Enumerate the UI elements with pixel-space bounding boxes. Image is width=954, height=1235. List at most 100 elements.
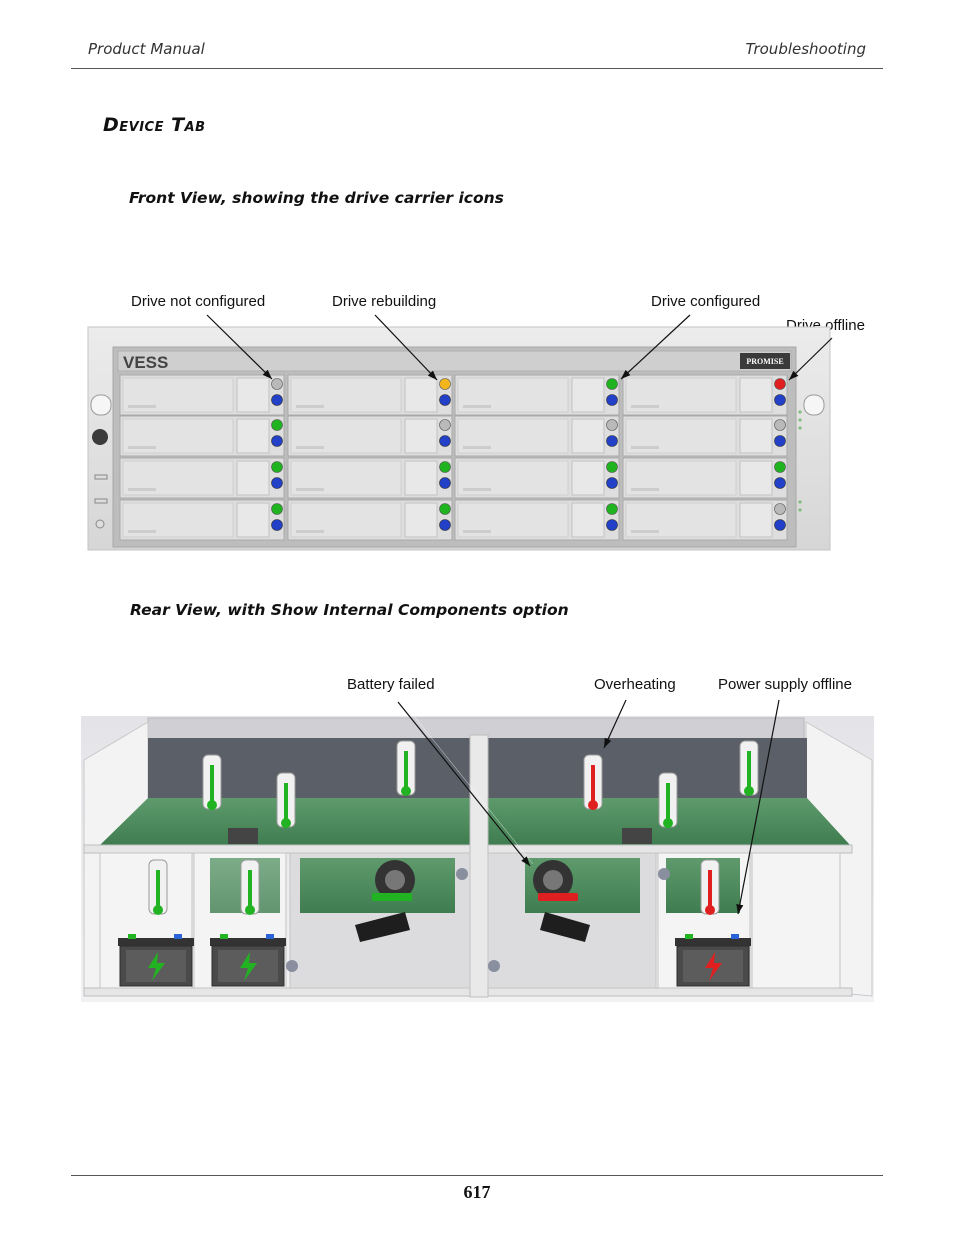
drive-carrier-latch bbox=[571, 460, 605, 496]
drive-carrier-badge bbox=[296, 446, 324, 449]
drive-carrier-badge bbox=[463, 488, 491, 491]
drive-status-led-icon bbox=[774, 378, 786, 390]
section-title: Device Tab bbox=[103, 114, 206, 136]
drive-status-led-icon bbox=[439, 419, 451, 431]
arrow-drive-not-configured bbox=[206, 314, 273, 380]
drive-activity-led-icon bbox=[271, 435, 283, 447]
drive-status-led-icon bbox=[774, 419, 786, 431]
drive-activity-led-icon bbox=[439, 519, 451, 531]
drive-activity-led-icon bbox=[774, 519, 786, 531]
usb-port-icon bbox=[94, 498, 108, 504]
battery-terminal bbox=[174, 934, 182, 939]
thermometer-bulb bbox=[744, 786, 754, 796]
drive-carrier-latch bbox=[739, 502, 773, 538]
drive-carrier-latch bbox=[404, 502, 438, 538]
board-connector-left bbox=[228, 828, 258, 844]
battery-terminal bbox=[685, 934, 693, 939]
controller-backplate-right bbox=[487, 738, 807, 798]
drive-carrier-face bbox=[122, 460, 234, 496]
drive-activity-led-icon bbox=[439, 477, 451, 489]
lightning-bolt-icon bbox=[148, 952, 165, 981]
drive-carrier-latch bbox=[571, 377, 605, 413]
battery-top bbox=[675, 938, 751, 946]
drive-activity-led-icon bbox=[439, 394, 451, 406]
thermometer-bulb bbox=[207, 800, 217, 810]
drive-activity-led-icon bbox=[774, 394, 786, 406]
drive-status-led-icon bbox=[606, 378, 618, 390]
thermometer-bulb bbox=[705, 905, 715, 915]
battery-top bbox=[118, 938, 194, 946]
drive-activity-led-icon bbox=[271, 519, 283, 531]
header-rule bbox=[71, 68, 883, 69]
drive-carrier-badge bbox=[128, 405, 156, 408]
status-indicator-dot bbox=[798, 500, 802, 504]
rear-center-divider bbox=[469, 734, 489, 998]
callout-drive-configured: Drive configured bbox=[651, 293, 761, 310]
drive-status-led-icon bbox=[774, 503, 786, 515]
drive-carrier-badge bbox=[631, 530, 659, 533]
drive-carrier-badge bbox=[128, 446, 156, 449]
drive-activity-led-icon bbox=[606, 519, 618, 531]
usb-port-icon bbox=[94, 474, 108, 480]
thermometer-bulb bbox=[281, 818, 291, 828]
battery-terminal bbox=[266, 934, 274, 939]
thermometer-level bbox=[248, 870, 252, 906]
thermometer-bulb bbox=[663, 818, 673, 828]
drive-carrier-latch bbox=[236, 377, 270, 413]
arrow-drive-rebuilding bbox=[374, 314, 438, 381]
psu-fan-hub bbox=[543, 870, 563, 890]
drive-carrier-latch bbox=[404, 418, 438, 454]
thermometer-level bbox=[156, 870, 160, 906]
drive-status-led-icon bbox=[606, 461, 618, 473]
thermometer-bulb bbox=[401, 786, 411, 796]
arrow-battery-failed bbox=[397, 701, 531, 867]
status-indicator-dot bbox=[798, 410, 802, 414]
drive-carrier-badge bbox=[463, 530, 491, 533]
drive-carrier-latch bbox=[739, 418, 773, 454]
drive-status-led-icon bbox=[271, 461, 283, 473]
rear-frame-rail bbox=[83, 844, 853, 854]
drive-activity-led-icon bbox=[606, 435, 618, 447]
drive-carrier-badge bbox=[631, 405, 659, 408]
header-section-title: Troubleshooting bbox=[745, 40, 866, 58]
thermometer-bulb bbox=[588, 800, 598, 810]
alarm-button-icon bbox=[92, 429, 108, 445]
front-callout-arrows bbox=[206, 314, 833, 381]
psu-handle-right bbox=[540, 912, 590, 942]
arrow-drive-configured bbox=[620, 314, 691, 380]
thermometer-level bbox=[666, 783, 670, 819]
thermometer-level bbox=[210, 765, 214, 801]
drive-activity-led-icon bbox=[774, 477, 786, 489]
callout-battery-failed: Battery failed bbox=[347, 676, 435, 693]
drive-carrier-badge bbox=[296, 405, 324, 408]
drive-status-led-icon bbox=[439, 503, 451, 515]
thermometer-level bbox=[284, 783, 288, 819]
rivet bbox=[488, 960, 500, 972]
battery-top bbox=[210, 938, 286, 946]
front-view-caption: Front View, showing the drive carrier ic… bbox=[129, 189, 504, 207]
arrow-power-supply-offline bbox=[736, 699, 780, 915]
drive-activity-led-icon bbox=[774, 435, 786, 447]
thermometer-level bbox=[747, 751, 751, 787]
drive-status-led-icon bbox=[439, 378, 451, 390]
promise-logo-plate bbox=[740, 353, 790, 369]
header-manual-title: Product Manual bbox=[88, 40, 205, 58]
drive-status-led-icon bbox=[606, 503, 618, 515]
drive-status-led-icon bbox=[271, 503, 283, 515]
front-label-bar bbox=[117, 350, 792, 372]
battery-terminal bbox=[128, 934, 136, 939]
battery-bay-4 bbox=[751, 852, 841, 989]
psu-fan-hub bbox=[385, 870, 405, 890]
drive-carrier-latch bbox=[739, 460, 773, 496]
drive-carrier-latch bbox=[404, 460, 438, 496]
drive-status-led-icon bbox=[439, 461, 451, 473]
thermometer-bulb bbox=[153, 905, 163, 915]
id-button-icon bbox=[95, 519, 105, 529]
drive-carrier-latch bbox=[404, 377, 438, 413]
drive-status-led-icon bbox=[271, 419, 283, 431]
thermometer-level bbox=[404, 751, 408, 787]
drive-status-led-icon bbox=[774, 461, 786, 473]
drive-carrier-badge bbox=[631, 446, 659, 449]
arrow-drive-offline bbox=[788, 337, 833, 381]
arrow-overheating bbox=[603, 699, 627, 749]
